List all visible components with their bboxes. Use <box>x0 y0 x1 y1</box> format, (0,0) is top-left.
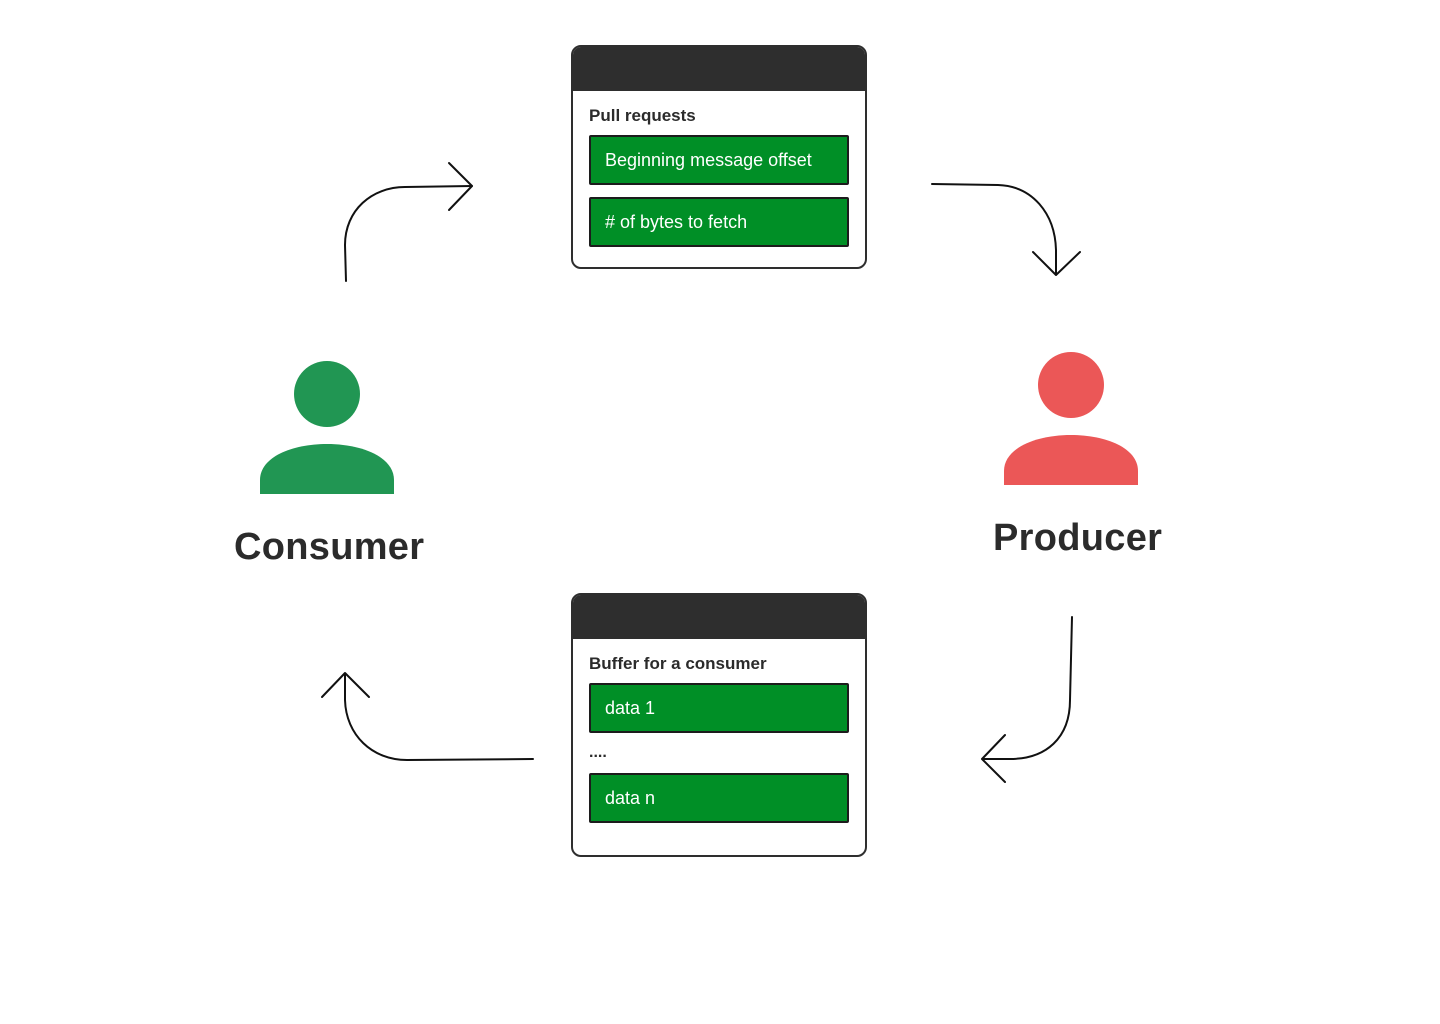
buffer-ellipsis: .... <box>589 744 607 761</box>
buffer-title: Buffer for a consumer <box>589 654 767 673</box>
producer-actor <box>1003 351 1139 485</box>
consumer-label: Consumer <box>234 526 425 568</box>
buffer-card: Buffer for a consumer data 1 .... data n <box>571 593 867 857</box>
arrow-pull-requests-to-producer <box>931 183 1081 276</box>
field-beginning-message-offset: Beginning message offset <box>589 135 849 185</box>
pull-requests-title: Pull requests <box>589 106 696 125</box>
producer-label: Producer <box>993 517 1163 559</box>
producer-person-icon <box>1004 352 1138 485</box>
arrow-buffer-to-consumer <box>321 672 534 761</box>
buffer-item-first: data 1 <box>589 683 849 733</box>
arrow-consumer-to-pull-requests <box>344 162 473 282</box>
arrow-producer-to-buffer <box>981 616 1073 783</box>
buffer-card-header <box>573 595 865 639</box>
field-bytes-to-fetch: # of bytes to fetch <box>589 197 849 247</box>
consumer-person-icon <box>260 361 394 494</box>
buffer-item-last: data n <box>589 773 849 823</box>
pull-requests-card-header <box>573 47 865 91</box>
consumer-actor <box>259 360 395 494</box>
pull-requests-card: Pull requests Beginning message offset #… <box>571 45 867 269</box>
